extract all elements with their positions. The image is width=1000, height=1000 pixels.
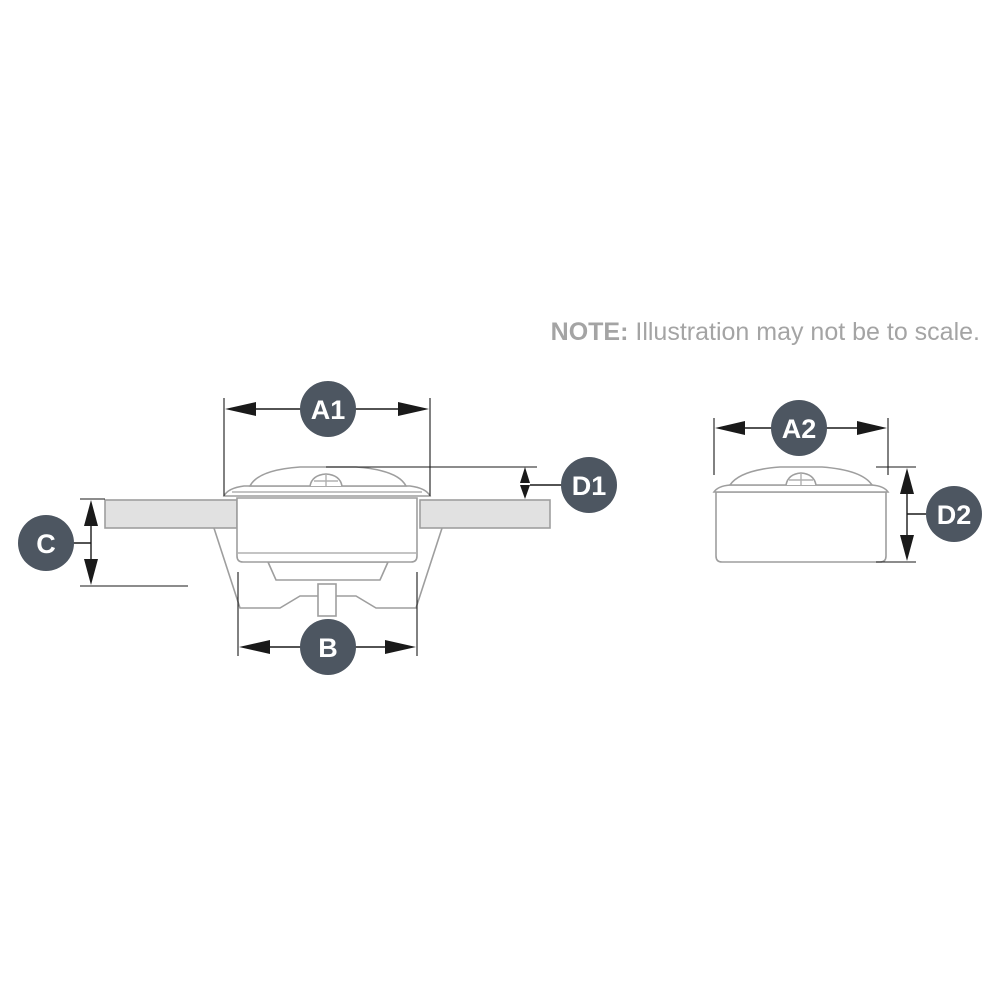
lower-nut: [266, 561, 390, 581]
d1-label: D1: [572, 471, 607, 501]
d2-badge: [926, 486, 982, 542]
surface-mount-drawing: [712, 466, 890, 563]
d1-badge: [561, 457, 617, 513]
mount-stem: [317, 583, 337, 617]
surface-flange: [712, 484, 890, 493]
scale-note: NOTE: Illustration may not be to scale.: [520, 318, 980, 347]
a1-badge: [300, 381, 356, 437]
flange: [222, 485, 432, 497]
flush-body: [236, 497, 418, 563]
dimension-d2: D2: [876, 466, 982, 563]
c-label: C: [36, 529, 56, 559]
d2-label: D2: [937, 500, 972, 530]
c-badge: [18, 515, 74, 571]
dimension-a2: A2: [713, 400, 889, 475]
note-label: NOTE:: [550, 318, 629, 346]
a1-label: A1: [311, 395, 346, 425]
dimension-b: B: [237, 572, 418, 675]
a2-label: A2: [782, 414, 817, 444]
surface-body: [715, 491, 887, 563]
a2-badge: [771, 400, 827, 456]
flush-mount-drawing: [104, 466, 551, 617]
b-label: B: [318, 633, 338, 663]
dimension-a1: A1: [223, 381, 431, 496]
dimension-d1: D1: [326, 457, 617, 513]
dimension-c: C: [18, 498, 188, 587]
deck-left: [104, 499, 238, 529]
note-text: Illustration may not be to scale.: [635, 318, 980, 346]
b-badge: [300, 619, 356, 675]
deck-right: [419, 499, 551, 529]
